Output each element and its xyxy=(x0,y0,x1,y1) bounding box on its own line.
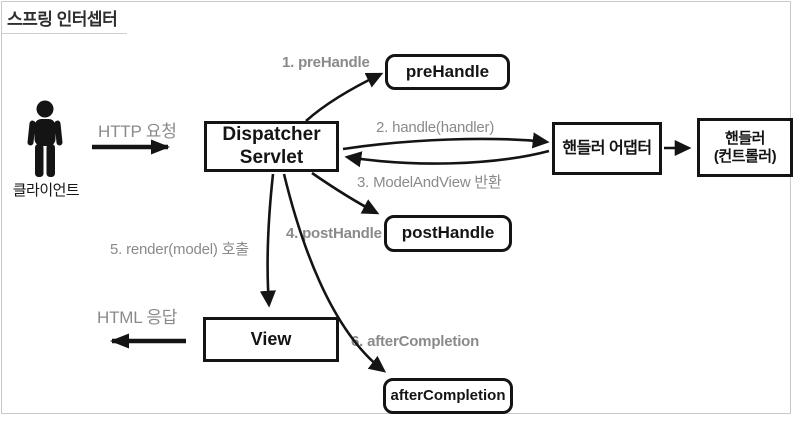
edge-label-step2: 2. handle(handler) xyxy=(376,119,495,136)
edge-label-step6: 6. afterCompletion xyxy=(351,333,480,350)
diagram-title: 스프링 인터셉터 xyxy=(2,2,128,34)
edge-label-http-request: HTTP 요청 xyxy=(98,122,177,141)
edge-label-step4: 4. postHandle xyxy=(286,225,382,242)
client-label: 클라이언트 xyxy=(12,182,80,199)
edge-label-step5: 5. render(model) 호출 xyxy=(110,241,249,258)
node-aftercompletion: afterCompletion xyxy=(383,378,513,414)
node-prehandle: preHandle xyxy=(385,54,510,90)
node-handler-adapter: 핸들러 어댑터 xyxy=(552,122,662,175)
edge-label-step3: 3. ModelAndView 반환 xyxy=(357,174,502,191)
edge-label-step1: 1. preHandle xyxy=(282,54,370,71)
node-posthandle: postHandle xyxy=(384,215,512,252)
node-dispatcher-servlet: Dispatcher Servlet xyxy=(204,121,339,172)
edge-label-html-response: HTML 응답 xyxy=(97,308,178,327)
node-view: View xyxy=(203,317,339,362)
node-handler-controller: 핸들러 (컨트롤러) xyxy=(697,118,793,177)
person-icon xyxy=(27,100,63,177)
